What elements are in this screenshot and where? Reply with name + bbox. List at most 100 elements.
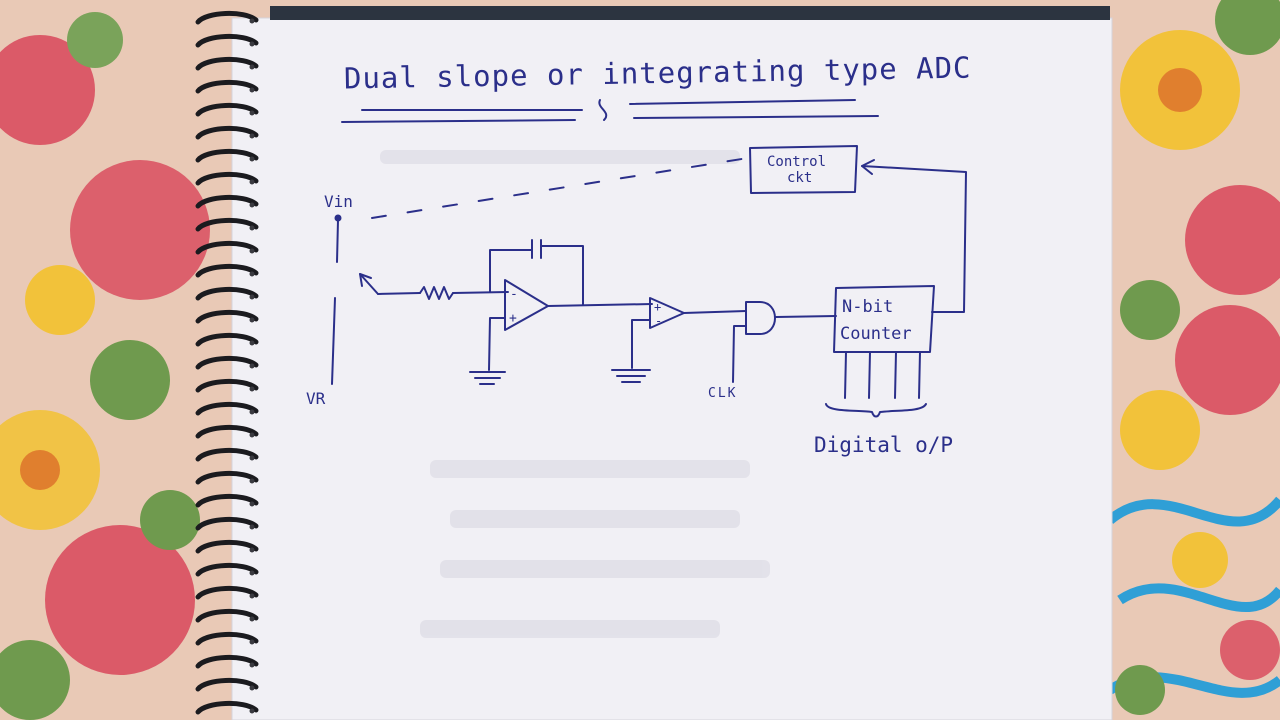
ground-symbol-2 <box>611 369 651 383</box>
spiral-hole <box>249 524 255 530</box>
spiral-hole <box>249 593 255 599</box>
spiral-hole <box>249 133 255 139</box>
spiral-hole <box>249 409 255 415</box>
ground-symbol-1 <box>469 371 506 385</box>
integrator-output-wire <box>547 303 653 307</box>
spiral-coil <box>195 677 259 692</box>
comparator-minus-sign: - <box>655 314 662 328</box>
vin-line <box>336 219 339 263</box>
title-underline-lower <box>341 115 879 123</box>
feedback-arrowhead <box>861 159 875 175</box>
input-wire <box>377 292 421 295</box>
comparator-ground-wire <box>631 319 651 369</box>
spiral-coil <box>195 424 259 439</box>
spiral-coil <box>195 309 259 324</box>
comparator-opamp <box>649 297 685 329</box>
spiral-coil <box>195 585 259 600</box>
spiral-hole <box>249 179 255 185</box>
counter-label-line2: Counter <box>840 324 912 344</box>
spiral-hole <box>249 386 255 392</box>
resistor <box>419 286 454 300</box>
spiral-hole <box>249 685 255 691</box>
spiral-coil <box>195 654 259 669</box>
spiral-hole <box>249 662 255 668</box>
vin-label: Vin <box>324 192 353 211</box>
spiral-hole <box>249 547 255 553</box>
spiral-hole <box>249 87 255 93</box>
spiral-hole <box>249 18 255 24</box>
spiral-coil <box>195 562 259 577</box>
spiral-coil <box>195 102 259 117</box>
counter-box <box>833 285 935 353</box>
spiral-hole <box>249 432 255 438</box>
spiral-coil <box>195 217 259 232</box>
integrator-plus-sign: + <box>509 311 517 326</box>
digital-output-label: Digital o/P <box>814 433 953 457</box>
control-circuit-box <box>749 145 858 194</box>
spiral-coil <box>195 171 259 186</box>
spiral-hole <box>249 64 255 70</box>
control-circuit-label-line2: ckt <box>787 170 812 186</box>
spiral-hole <box>249 708 255 714</box>
spiral-hole <box>249 225 255 231</box>
spiral-coil <box>195 539 259 554</box>
spiral-coil <box>195 263 259 278</box>
title-underline-mark <box>598 99 608 121</box>
feedback-wire-right <box>540 245 584 306</box>
switch-arrowhead <box>359 273 372 287</box>
spiral-coil <box>195 401 259 416</box>
spiral-hole <box>249 616 255 622</box>
spiral-binding <box>195 10 259 715</box>
integrator-minus-sign: - <box>510 287 518 302</box>
spiral-coil <box>195 33 259 48</box>
spiral-coil <box>195 447 259 462</box>
spiral-coil <box>195 378 259 393</box>
spiral-coil <box>195 286 259 301</box>
spiral-coil <box>195 240 259 255</box>
notebook-page <box>231 6 1113 720</box>
spiral-coil <box>195 332 259 347</box>
adc-circuit-diagram <box>331 99 967 418</box>
spiral-hole <box>249 570 255 576</box>
spiral-hole <box>249 639 255 645</box>
bleed-through-text <box>380 150 770 638</box>
spiral-hole <box>249 501 255 507</box>
spiral-coil <box>195 516 259 531</box>
vr-line <box>331 297 336 385</box>
counter-feedback-wire <box>861 165 967 313</box>
spiral-coil <box>195 700 259 715</box>
comparator-plus-sign: + <box>654 300 661 314</box>
spiral-coil <box>195 125 259 140</box>
spiral-coil <box>195 608 259 623</box>
spiral-hole <box>249 455 255 461</box>
spiral-hole <box>249 294 255 300</box>
spiral-hole <box>249 271 255 277</box>
spiral-coil <box>195 79 259 94</box>
comparator-output-wire <box>683 310 747 314</box>
title-underline-upper <box>361 99 856 111</box>
switch-arm <box>359 273 379 295</box>
spiral-hole <box>249 110 255 116</box>
integrator-ground-wire <box>488 317 506 371</box>
spiral-coil <box>195 631 259 646</box>
control-dashed-line <box>371 157 749 219</box>
spiral-coil <box>195 194 259 209</box>
control-circuit-label-line1: Control <box>767 154 826 170</box>
spiral-hole <box>249 340 255 346</box>
and-gate <box>745 301 776 335</box>
spiral-hole <box>249 202 255 208</box>
spiral-hole <box>249 248 255 254</box>
integrator-opamp <box>504 279 549 331</box>
spiral-hole <box>249 41 255 47</box>
clk-wire <box>732 325 747 383</box>
spiral-coil <box>195 355 259 370</box>
spiral-coil <box>195 470 259 485</box>
clk-label: CLK <box>708 386 737 401</box>
resistor-to-opamp-wire <box>452 291 509 294</box>
spiral-coil <box>195 148 259 163</box>
spiral-coil <box>195 10 259 25</box>
spiral-hole <box>249 478 255 484</box>
spiral-hole <box>249 156 255 162</box>
spiral-coil <box>195 56 259 71</box>
